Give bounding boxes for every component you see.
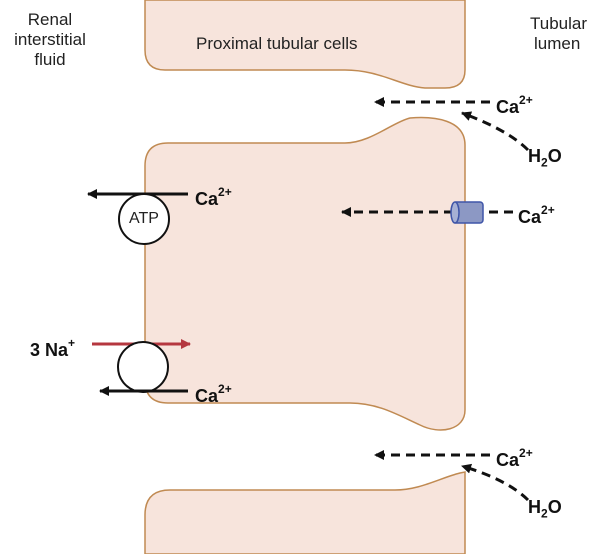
calcium-symbol: Ca xyxy=(496,450,520,470)
calcium-charge: 2+ xyxy=(519,93,533,107)
interstitial-label-line2: interstitial xyxy=(14,30,86,49)
water-subscript: 2 xyxy=(541,155,548,170)
calcium-label-bottom: Ca2+ xyxy=(496,445,533,470)
water-label-bottom: H2O xyxy=(528,497,562,524)
water-o: O xyxy=(547,146,562,166)
calcium-charge: 2+ xyxy=(218,382,232,396)
water-o: O xyxy=(547,497,562,517)
calcium-channel-icon xyxy=(450,201,484,224)
calcium-charge: 2+ xyxy=(218,185,232,199)
water-arrow-bottom xyxy=(461,463,530,502)
calcium-charge: 2+ xyxy=(519,446,533,460)
calcium-label-channel: Ca2+ xyxy=(518,202,555,227)
middle-cell xyxy=(144,116,466,431)
calcium-label-top: Ca2+ xyxy=(496,92,533,117)
water-h: H xyxy=(528,497,541,517)
lumen-label-line2: lumen xyxy=(534,34,581,53)
lumen-label-line1: Tubular xyxy=(530,14,588,33)
interstitial-fluid-label: Renal interstitial fluid xyxy=(0,10,100,70)
interstitial-label-line3: fluid xyxy=(34,50,66,69)
calcium-label-exchanger: Ca2+ xyxy=(195,381,232,406)
atp-pump-icon xyxy=(118,193,170,245)
cells-label: Proximal tubular cells xyxy=(196,34,358,53)
water-h: H xyxy=(528,146,541,166)
water-arrow-top xyxy=(461,111,530,152)
calcium-symbol: Ca xyxy=(518,207,542,227)
calcium-label-atp: Ca2+ xyxy=(195,184,232,209)
calcium-symbol: Ca xyxy=(195,386,219,406)
bottom-cell xyxy=(144,471,466,554)
water-subscript: 2 xyxy=(541,506,548,521)
exchanger-icon xyxy=(117,341,169,393)
atp-label: ATP xyxy=(129,210,159,227)
top-cell xyxy=(144,0,466,89)
water-label-top: H2O xyxy=(528,146,562,173)
sodium-charge: + xyxy=(68,336,76,350)
sodium-label: 3 Na+ xyxy=(30,335,75,360)
sodium-symbol: 3 Na xyxy=(30,340,69,360)
lumen-label: Tubular lumen xyxy=(530,14,596,54)
calcium-charge: 2+ xyxy=(541,203,555,217)
calcium-symbol: Ca xyxy=(496,97,520,117)
calcium-symbol: Ca xyxy=(195,189,219,209)
interstitial-label-line1: Renal xyxy=(27,10,73,29)
